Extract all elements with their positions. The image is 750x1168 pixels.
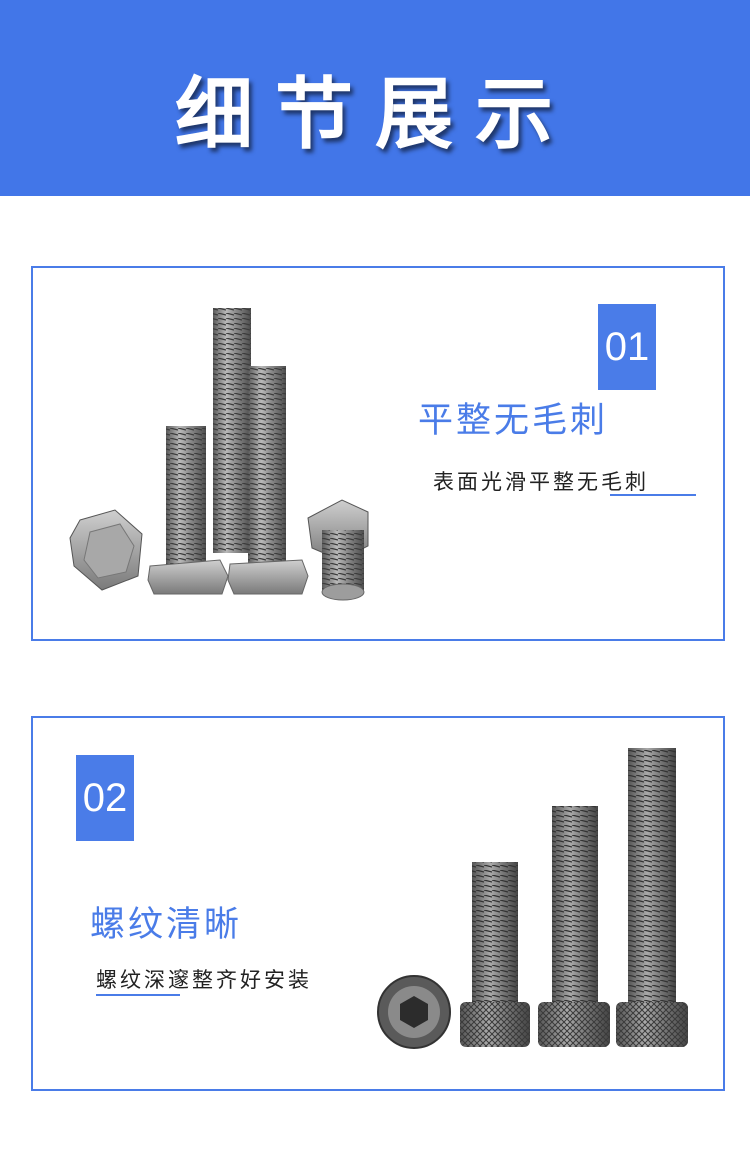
section-1-underline xyxy=(610,494,696,496)
section-1-heading: 平整无毛刺 xyxy=(418,401,609,441)
section-1-description: 表面光滑平整无毛刺 xyxy=(433,470,649,494)
section-2-number-badge: 02 xyxy=(76,755,134,841)
section-1-number-badge: 01 xyxy=(598,304,656,390)
hex-bolts-photo xyxy=(69,308,369,601)
page-header: 细节展示 xyxy=(0,0,750,196)
socket-cap-screws-photo xyxy=(377,748,688,1049)
section-2-description: 螺纹深邃整齐好安装 xyxy=(96,968,312,992)
section-2-underline xyxy=(96,994,180,996)
section-2-heading: 螺纹清晰 xyxy=(90,905,243,945)
page-title: 细节展示 xyxy=(174,70,575,160)
